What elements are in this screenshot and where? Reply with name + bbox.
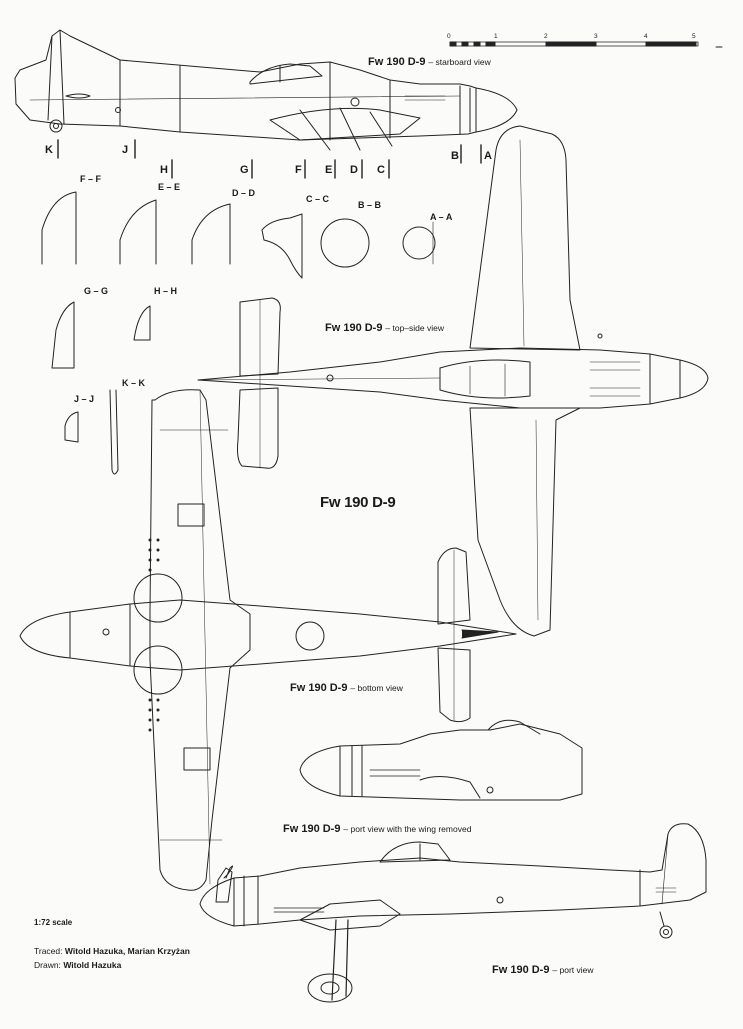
credit-traced-names: Witold Hazuka, Marian Krzyżan <box>64 946 190 956</box>
scale-tick-5: 5 <box>692 33 696 40</box>
scale-tick-1: 1 <box>494 33 498 40</box>
credit-drawn: Drawn: Witold Hazuka <box>34 960 121 970</box>
caption-bottom-view: bottom view <box>357 683 403 693</box>
section-jj-shape <box>64 411 79 443</box>
credit-traced: Traced: Witold Hazuka, Marian Krzyżan <box>34 946 190 956</box>
section-label-ff: F – F <box>80 174 102 184</box>
station-k: K <box>45 144 53 156</box>
scale-note: 1:72 scale <box>34 918 73 927</box>
section-label-kk: K – K <box>122 378 146 388</box>
section-label-hh: H – H <box>154 286 178 296</box>
scale-tick-0: 0 <box>447 33 451 40</box>
caption-port-wingless-view: port view with the wing removed <box>350 824 472 834</box>
station-marker-lines <box>57 139 482 179</box>
section-label-aa: A – A <box>430 212 453 222</box>
section-aa-shape <box>402 226 436 260</box>
station-e: E <box>325 164 333 176</box>
section-dd-shape <box>191 203 231 265</box>
section-hh-shape <box>133 305 151 341</box>
caption-top-view: top–side view <box>392 323 444 333</box>
station-a: A <box>484 150 492 162</box>
station-h: H <box>160 164 168 176</box>
station-b: B <box>451 150 459 162</box>
credit-drawn-label: Drawn: <box>34 960 61 970</box>
section-kk-shape <box>109 389 119 475</box>
section-label-bb: B – B <box>358 200 382 210</box>
caption-port-view: port view <box>559 965 594 975</box>
bottom-view-drawing <box>19 389 517 891</box>
credit-traced-label: Traced: <box>34 946 63 956</box>
section-label-dd: D – D <box>232 188 256 198</box>
caption-top-model: Fw 190 D-9 <box>325 322 383 334</box>
scale-tick-3: 3 <box>594 33 598 40</box>
section-gg-shape <box>51 301 75 369</box>
caption-port-model: Fw 190 D-9 <box>492 964 550 976</box>
section-label-jj: J – J <box>74 394 95 404</box>
section-label-ee: E – E <box>158 182 181 192</box>
caption-starboard-model: Fw 190 D-9 <box>368 56 426 68</box>
center-title: Fw 190 D-9 <box>320 494 396 511</box>
credit-drawn-names: Witold Hazuka <box>63 960 122 970</box>
caption-port-wingless: Fw 190 D-9 – port view with the wing rem… <box>283 823 472 835</box>
section-bb-shape <box>320 218 370 268</box>
station-g: G <box>240 164 249 176</box>
section-label-cc: C – C <box>306 194 330 204</box>
caption-port-wingless-model: Fw 190 D-9 <box>283 823 341 835</box>
caption-bottom: Fw 190 D-9 – bottom view <box>290 682 403 694</box>
station-j: J <box>122 144 128 156</box>
top-view-drawing <box>197 125 709 637</box>
caption-port: Fw 190 D-9 – port view <box>492 964 594 976</box>
port-view-drawing <box>199 823 707 1003</box>
station-c: C <box>377 164 385 176</box>
scale-bar <box>449 41 723 48</box>
section-cc-shape <box>261 213 303 279</box>
section-ff-shape <box>41 191 77 265</box>
caption-bottom-model: Fw 190 D-9 <box>290 682 348 694</box>
caption-top: Fw 190 D-9 – top–side view <box>325 322 444 334</box>
scale-tick-4: 4 <box>644 33 648 40</box>
section-label-gg: G – G <box>84 286 109 296</box>
scale-tick-2: 2 <box>544 33 548 40</box>
port-wingless-view-drawing <box>299 719 583 801</box>
station-f: F <box>295 164 302 176</box>
caption-starboard: Fw 190 D-9 – starboard view <box>368 56 491 68</box>
section-ee-shape <box>119 199 157 265</box>
station-d: D <box>350 164 358 176</box>
cross-sections <box>41 191 436 475</box>
starboard-view-drawing <box>14 29 518 151</box>
caption-starboard-view: starboard view <box>435 57 491 67</box>
